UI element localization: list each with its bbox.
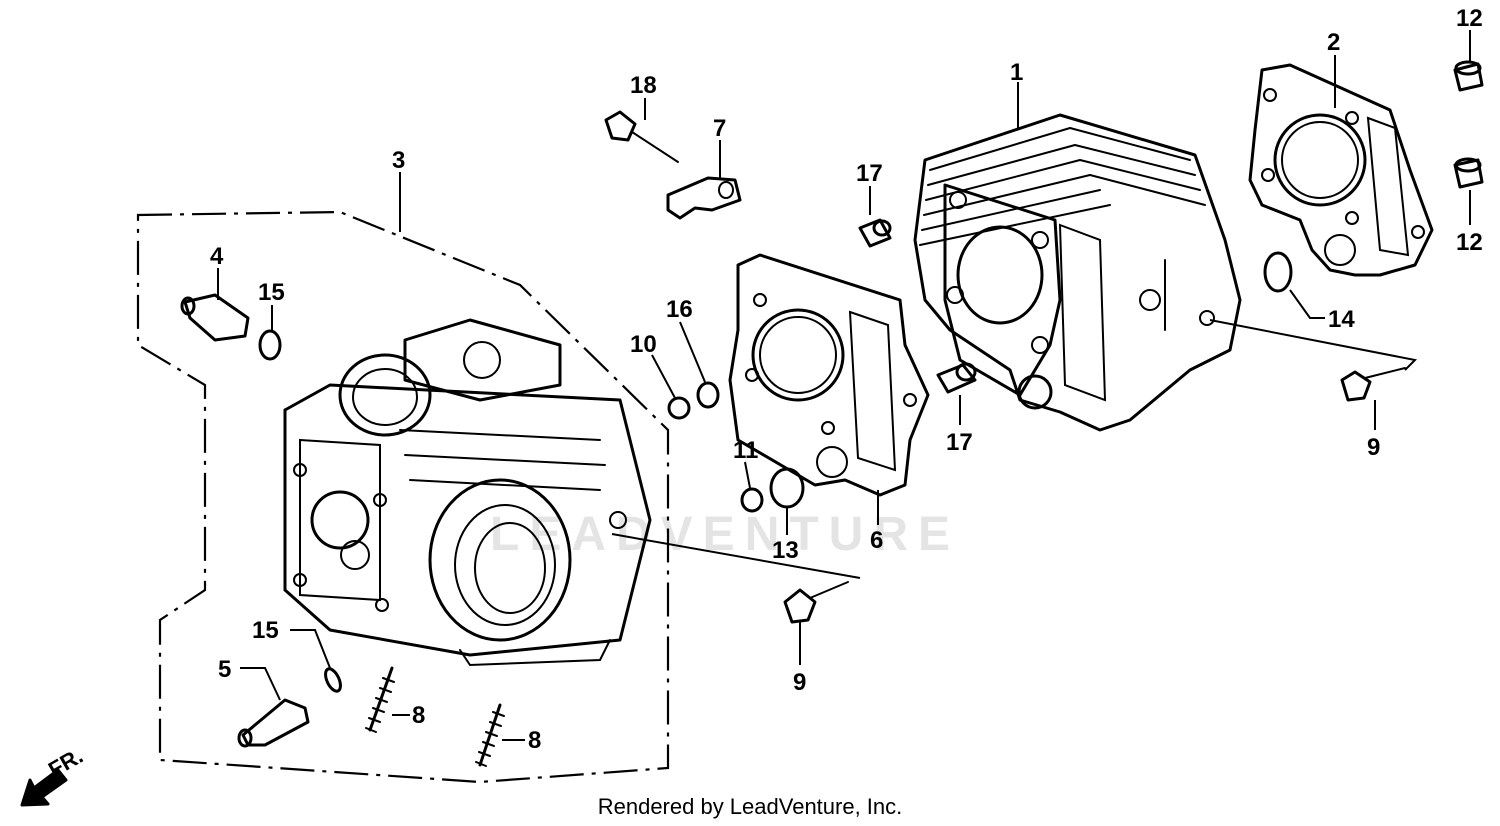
clamp-7 — [666, 176, 742, 220]
callout-9b: 9 — [1367, 434, 1380, 461]
washer-16 — [696, 381, 720, 409]
callout-12b: 12 — [1456, 229, 1483, 256]
callout-13: 13 — [772, 537, 799, 564]
arrow-icon — [20, 768, 68, 807]
callout-10: 10 — [630, 331, 657, 358]
callout-6: 6 — [870, 527, 883, 554]
stud-bolt-lower — [237, 698, 310, 748]
callout-9a: 9 — [793, 669, 806, 696]
dowel-17-upper — [858, 218, 892, 248]
callout-17a: 17 — [856, 160, 883, 187]
callout-2: 2 — [1327, 29, 1340, 56]
callout-3: 3 — [392, 147, 405, 174]
washer-13 — [769, 467, 805, 509]
nut-11 — [740, 487, 764, 513]
assembly-boundary — [136, 210, 670, 784]
dowel-17-lower — [936, 362, 977, 394]
callout-labels: 1 2 3 4 5 6 7 8 8 9 9 10 11 12 12 13 14 … — [210, 5, 1483, 754]
footer-credit: Rendered by LeadVenture, Inc. — [597, 794, 903, 819]
callout-8a: 8 — [412, 702, 425, 729]
stud-8b — [475, 703, 505, 767]
callout-15b: 15 — [252, 617, 279, 644]
callout-4: 4 — [210, 243, 224, 270]
stud-bolt-upper — [180, 293, 250, 342]
callout-12a: 12 — [1456, 5, 1483, 32]
callout-15a: 15 — [258, 279, 285, 306]
callout-8b: 8 — [528, 727, 541, 754]
dowel-12-upper — [1453, 60, 1484, 92]
callout-11: 11 — [733, 437, 758, 464]
callout-14: 14 — [1328, 306, 1355, 333]
cylinder — [913, 113, 1242, 432]
head-gasket — [1248, 63, 1434, 277]
callout-18: 18 — [630, 72, 657, 99]
bolt-9-lower — [783, 581, 849, 624]
bolt-9-upper — [1340, 367, 1406, 402]
washer-14 — [1263, 251, 1293, 293]
cylinder-gasket — [728, 253, 930, 497]
leader-lines — [217, 30, 1471, 741]
callout-5: 5 — [218, 656, 231, 683]
dowel-12-lower — [1453, 157, 1484, 189]
callout-16: 16 — [666, 296, 693, 323]
washer-upper — [258, 329, 282, 361]
stud-8a — [365, 666, 395, 733]
callout-1: 1 — [1010, 59, 1023, 86]
callout-17b: 17 — [946, 429, 973, 456]
oring-lower — [324, 667, 342, 693]
cylinder-head — [283, 318, 652, 667]
nut-10 — [667, 396, 691, 420]
bolt-18 — [604, 110, 679, 163]
callout-7: 7 — [713, 115, 726, 142]
